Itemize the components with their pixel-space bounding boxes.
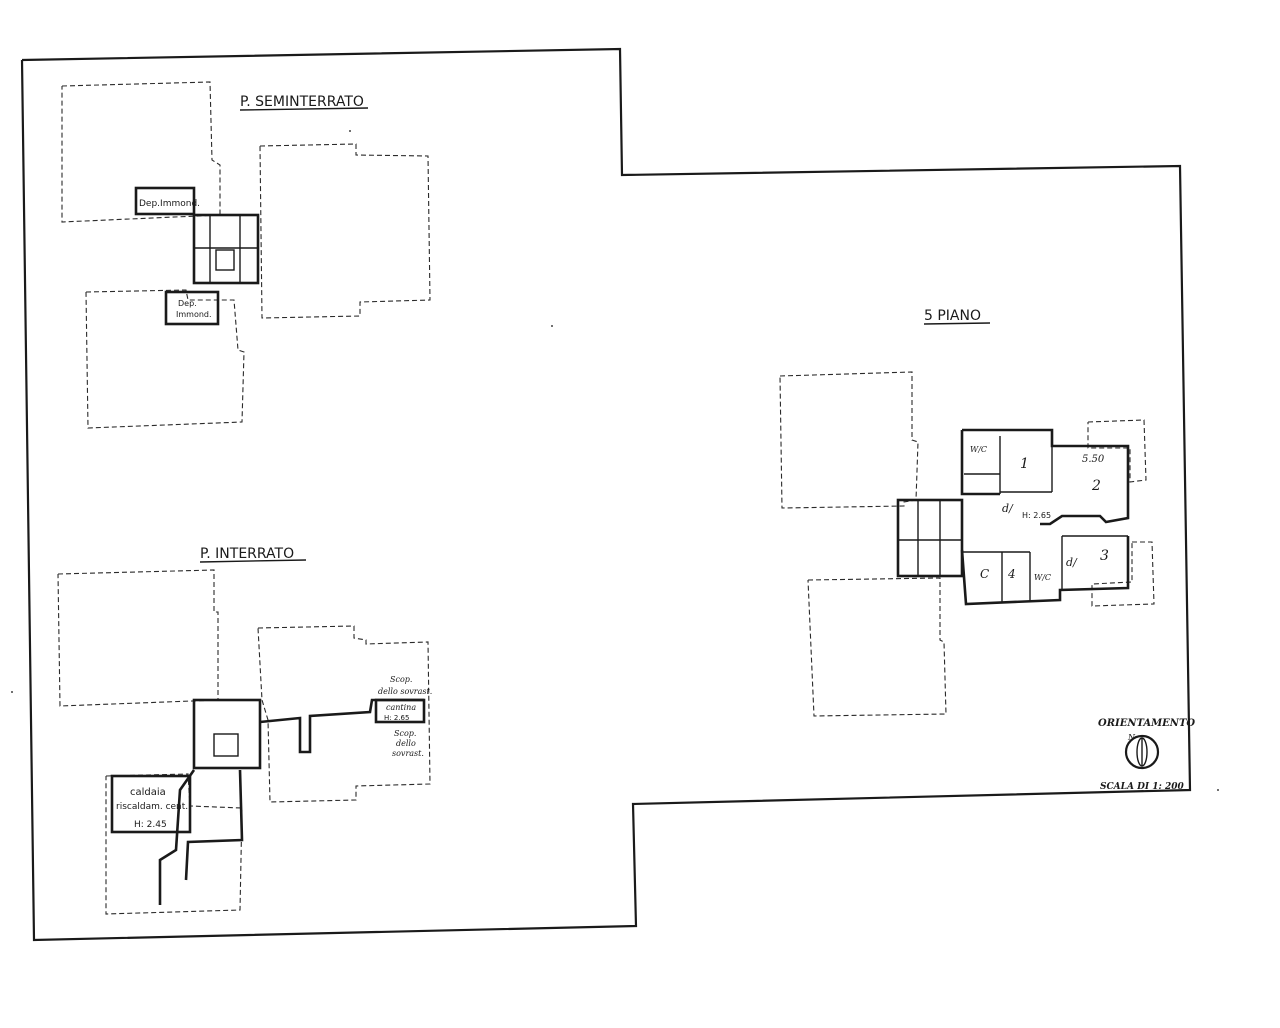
dis-h: H: 2.65: [1022, 511, 1051, 520]
caldaia-2: riscaldam. cent.: [116, 802, 188, 812]
north-label: N: [1127, 733, 1136, 742]
caldaia-1: caldaia: [130, 787, 166, 798]
seminterrato-title: P. SEMINTERRATO: [240, 94, 364, 110]
dep-immond-1: Dep.Immond.: [139, 199, 200, 209]
sheet-border: [20, 47, 1192, 942]
dep-immond-2b: Immond.: [176, 310, 212, 319]
cantina-h: H: 2.65: [384, 714, 409, 722]
dep-immond-2a: Dep.: [178, 299, 197, 308]
terrace-dim: 5.50: [1082, 454, 1105, 465]
scop-4: dello: [396, 739, 416, 748]
room-3: 3: [1100, 548, 1109, 564]
scop-2: dello sovrast.: [378, 687, 432, 696]
scala-label: SCALA DI 1: 200: [1100, 782, 1184, 792]
room-2: 2: [1091, 478, 1101, 494]
piano5-title: 5 PIANO: [924, 308, 981, 324]
dis-1: d/: [1002, 502, 1014, 515]
room-1: 1: [1020, 456, 1029, 472]
piano5-plan: 5 PIANO 1 2 3 4 C 5.50 d/ H: 2.65 d/: [779, 308, 1155, 717]
wc-2: W/C: [1034, 573, 1051, 582]
scop-1: Scop.: [390, 675, 412, 684]
interrato-plan: P. INTERRATO caldaia riscaldam. cent. H:…: [57, 546, 432, 915]
caldaia-h: H: 2.45: [134, 820, 167, 830]
scop-3: Scop.: [394, 729, 416, 738]
interrato-title: P. INTERRATO: [200, 546, 294, 562]
wc-1: W/C: [970, 445, 987, 454]
orientamento-label: ORIENTAMENTO: [1098, 718, 1195, 729]
room-c: C: [980, 567, 989, 581]
dis-2: d/: [1066, 556, 1078, 569]
seminterrato-plan: P. SEMINTERRATO Dep.Immond. Dep. Immond.: [61, 81, 431, 429]
compass-icon: [1124, 734, 1160, 770]
cantina-label: cantina: [386, 703, 416, 712]
orientation-block: ORIENTAMENTO N SCALA DI 1: 200: [1098, 718, 1195, 792]
scop-5: sovrast.: [392, 749, 424, 758]
room-4: 4: [1007, 567, 1016, 581]
